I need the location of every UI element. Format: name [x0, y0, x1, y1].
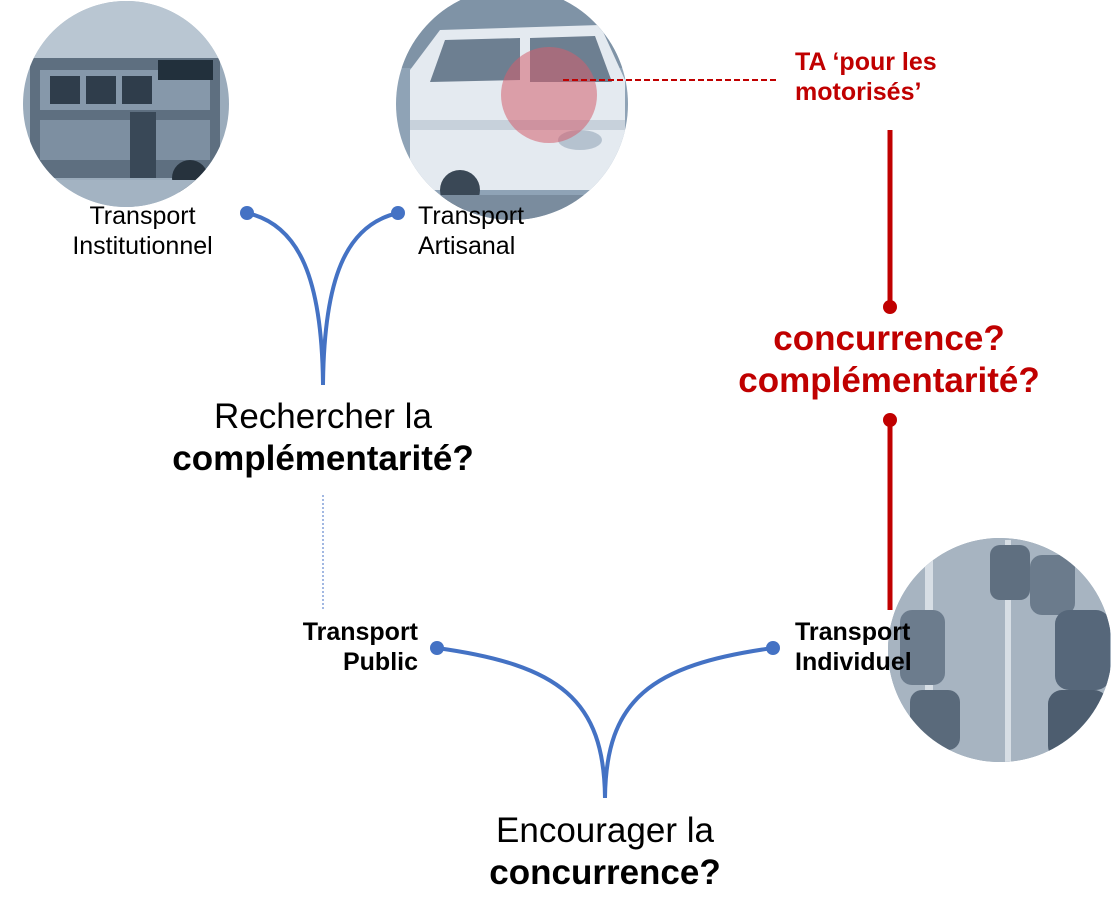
label-line: TA ‘pour les	[795, 48, 937, 76]
branch-bottom	[430, 641, 780, 799]
label-line: Transport	[89, 202, 196, 230]
label-line: motorisés’	[795, 78, 922, 106]
connector-dot	[391, 206, 405, 220]
bus-photo	[23, 1, 229, 207]
label-line: Institutionnel	[72, 232, 213, 260]
connector-dot	[883, 413, 897, 427]
label-line: Rechercher la	[214, 397, 432, 436]
label-line: complémentarité?	[738, 361, 1040, 400]
label-transport-artisanal: Transport Artisanal	[418, 201, 524, 261]
label-line: Encourager la	[496, 811, 714, 850]
label-line: concurrence?	[489, 853, 721, 892]
label-line: Individuel	[795, 648, 912, 676]
label-transport-public: Transport Public	[240, 617, 418, 677]
connector-dot	[240, 206, 254, 220]
connector-to-public	[436, 646, 607, 799]
connector-to-artisanal	[321, 211, 399, 386]
label-encourager: Encourager la concurrence?	[405, 810, 805, 894]
label-line: Transport	[795, 618, 911, 646]
traffic-photo	[888, 538, 1111, 762]
label-line: Artisanal	[418, 232, 516, 260]
connector-dot	[883, 300, 897, 314]
label-line: complémentarité?	[172, 439, 474, 478]
label-rechercher: Rechercher la complémentarité?	[123, 396, 523, 480]
label-line: Public	[342, 648, 418, 676]
label-ta-motorises: TA ‘pour les motorisés’	[795, 47, 937, 107]
highlight-marker	[501, 47, 597, 143]
connector-dot	[766, 641, 780, 655]
minibus-photo	[396, 0, 628, 220]
label-transport-individuel: Transport Individuel	[795, 617, 912, 677]
connector-to-individuel	[603, 646, 774, 799]
label-line: Transport	[418, 202, 525, 230]
label-question: concurrence? complémentarité?	[700, 318, 1078, 402]
connector-dot	[430, 641, 444, 655]
connector-to-institutionnel	[246, 211, 325, 386]
red-connectors	[563, 79, 897, 610]
label-transport-institutionnel: Transport Institutionnel	[45, 201, 240, 261]
label-line: Transport	[302, 618, 418, 646]
label-line: concurrence?	[773, 319, 1005, 358]
branch-top	[240, 206, 405, 386]
